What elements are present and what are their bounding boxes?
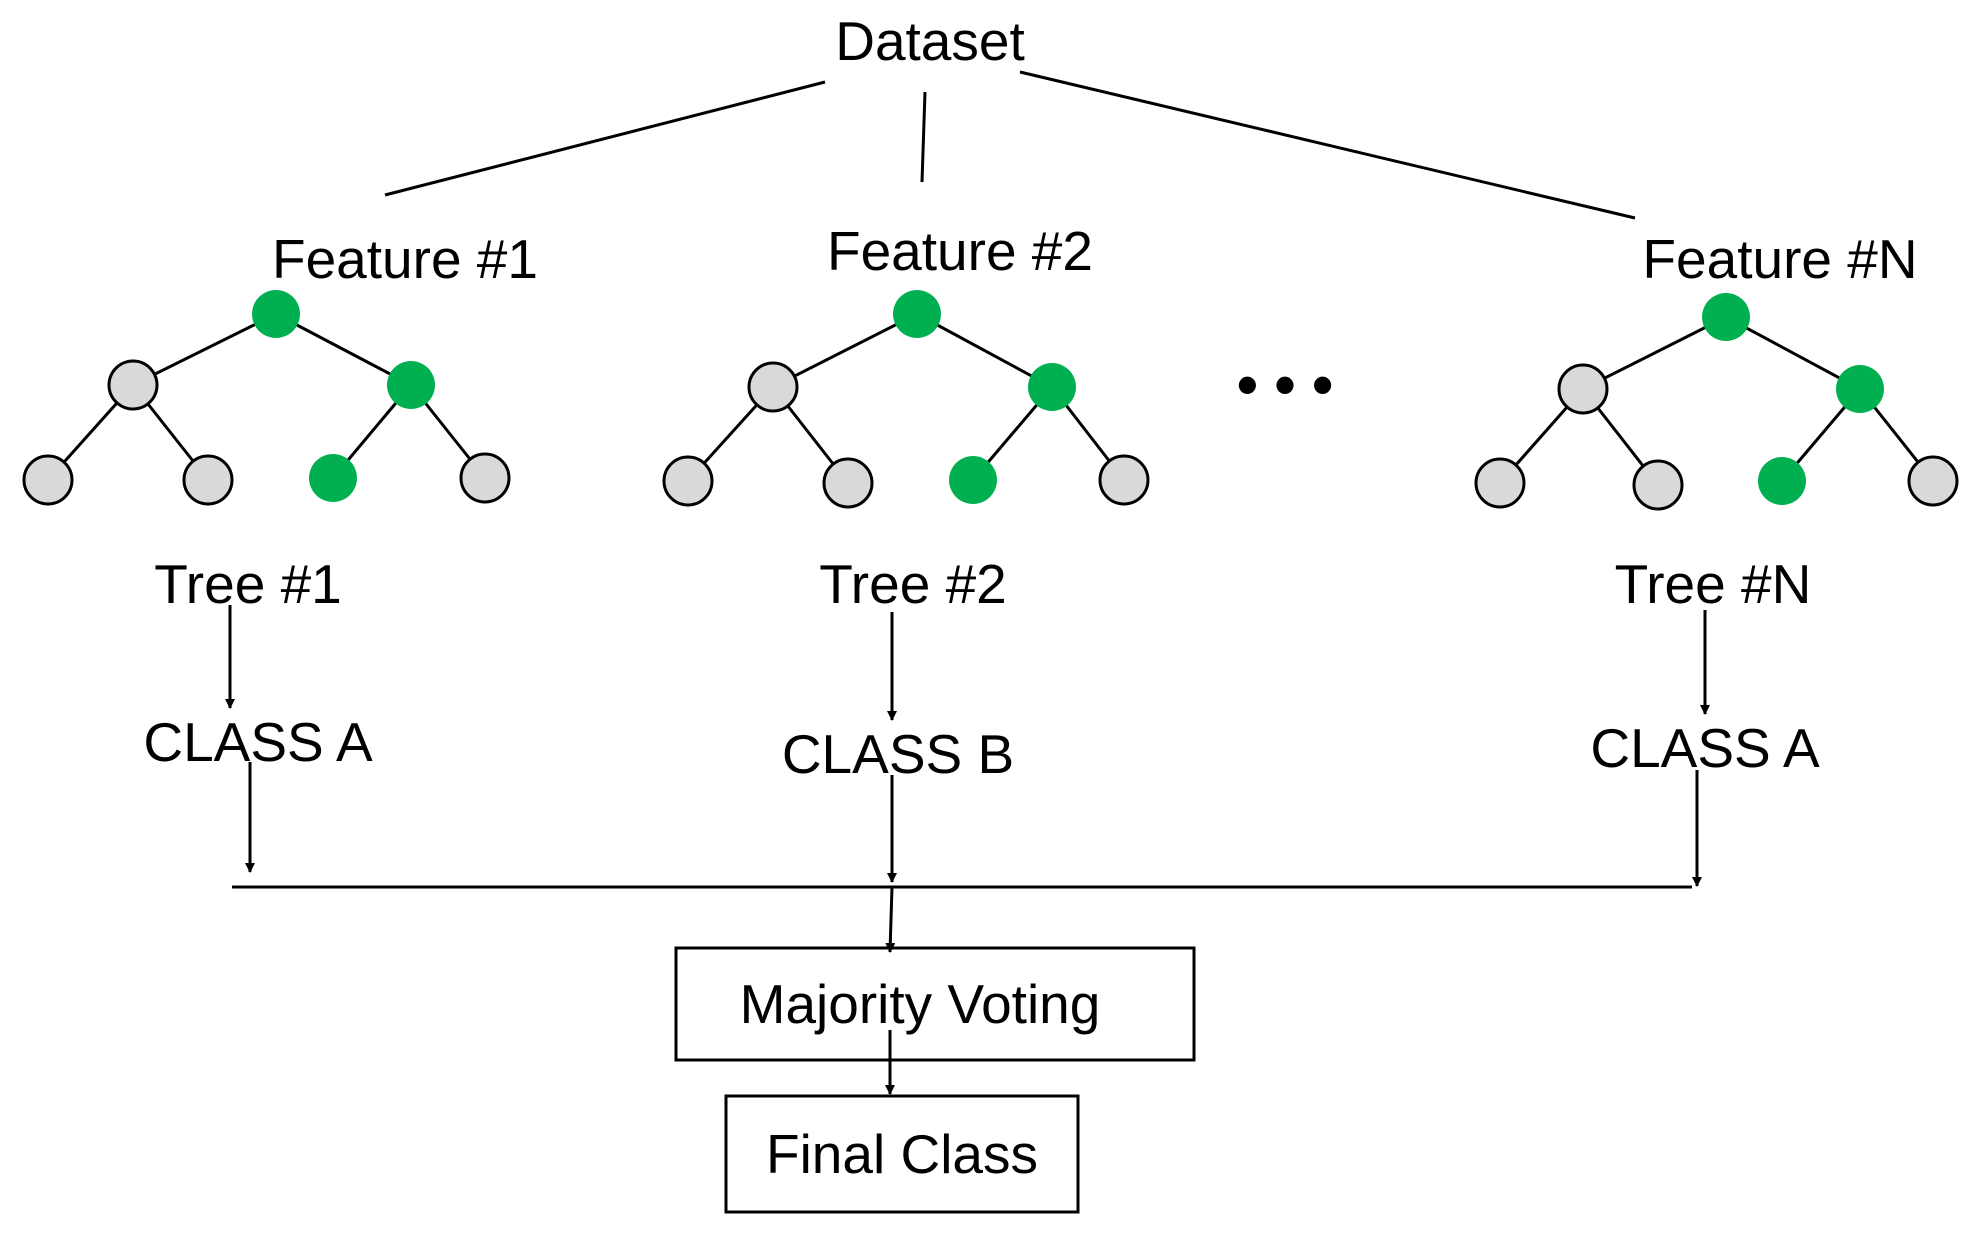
tree-n-left-node [1557, 363, 1609, 415]
tree-n-leaf-node [1758, 457, 1806, 505]
tree-2-left-node [747, 361, 799, 413]
tree-2-leaf-node [949, 456, 997, 504]
tree-1-root-node [252, 290, 300, 338]
tree-2 [662, 290, 1150, 509]
tree-2-leaf-node [822, 457, 874, 509]
tree-1-left-node [107, 359, 159, 411]
majority-voting-label: Majority Voting [740, 973, 1101, 1035]
tree-2-leaf-node [1098, 454, 1150, 506]
tree-1-class-label: CLASS A [143, 711, 373, 773]
majority-voting-box [674, 946, 1196, 1062]
tree-1-label: Tree #1 [154, 553, 342, 615]
tree-n-leaf-node [1632, 459, 1684, 511]
tree-2-class-label: CLASS B [782, 723, 1014, 785]
final-class-label: Final Class [766, 1123, 1038, 1185]
tree-n-leaf-node [1474, 457, 1526, 509]
tree-2-right-node [1028, 363, 1076, 411]
final-class-box [724, 1094, 1080, 1214]
tree-n [1474, 293, 1959, 511]
tree-n-right-node [1836, 365, 1884, 413]
tree-1-leaf-node [182, 454, 234, 506]
tree-n-label: Tree #N [1615, 553, 1812, 615]
tree-1-leaf-node [459, 452, 511, 504]
tree-1-leaf-node [22, 454, 74, 506]
tree-1-leaf-node [309, 454, 357, 502]
tree-n-root-node [1702, 293, 1750, 341]
dataset-to-feature-n-line [1019, 70, 1636, 220]
feature-1-label: Feature #1 [272, 228, 538, 290]
aggregation-to-voting-arrow [885, 886, 896, 953]
dataset-to-feature-2-line [920, 91, 927, 183]
tree-2-leaf-node [662, 455, 714, 507]
more-trees-ellipsis: • • • [1237, 351, 1333, 418]
feature-2-label: Feature #2 [827, 220, 1093, 282]
tree-n-class-label: CLASS A [1590, 717, 1820, 779]
tree-n-leaf-node [1907, 455, 1959, 507]
tree-1 [22, 290, 511, 506]
tree-2-label: Tree #2 [819, 553, 1007, 615]
tree-1-right-node [387, 361, 435, 409]
tree-2-root-node [893, 290, 941, 338]
dataset-to-feature-1-line [384, 80, 826, 197]
feature-n-label: Feature #N [1642, 228, 1917, 290]
dataset-label: Dataset [835, 10, 1025, 72]
